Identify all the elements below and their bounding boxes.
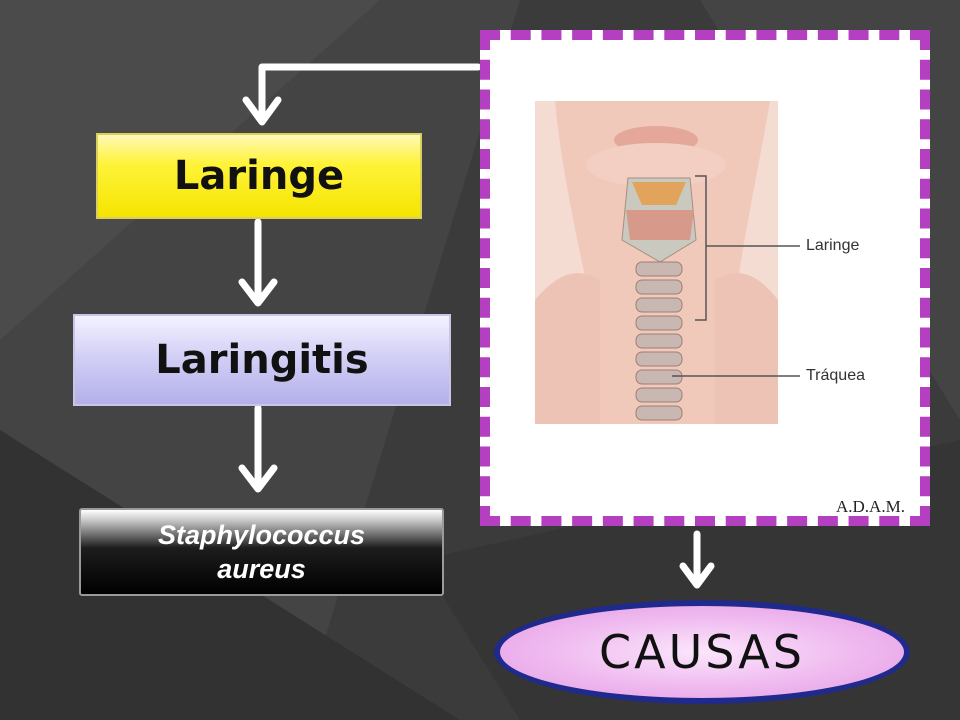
node-staph-line1: Staphylococcus	[157, 520, 366, 550]
node-laringitis[interactable]: Laringitis	[73, 314, 451, 406]
adam-credit-logo: A.D.A.M.	[836, 497, 905, 516]
node-staph-line2: aureus	[217, 554, 306, 584]
node-laringitis-label: Laringitis	[155, 337, 369, 383]
node-laringe-label: Laringe	[173, 153, 345, 199]
node-causas[interactable]: CAUSAS	[494, 600, 910, 704]
connector-image-to-laringe	[258, 63, 482, 122]
node-causas-label: CAUSAS	[599, 625, 805, 679]
arrowhead-to-staph	[238, 464, 278, 493]
node-laringe[interactable]: Laringe	[96, 133, 422, 219]
node-staphylococcus-aureus[interactable]: Staphylococcus aureus	[79, 508, 444, 596]
arrowhead-to-causas	[679, 562, 715, 589]
illustration-label-traquea: Tráquea	[806, 367, 865, 384]
arrowhead-to-laringitis	[238, 278, 278, 307]
illustration-label-laringe: Laringe	[806, 237, 860, 254]
arrowhead-to-laringe	[242, 96, 282, 126]
